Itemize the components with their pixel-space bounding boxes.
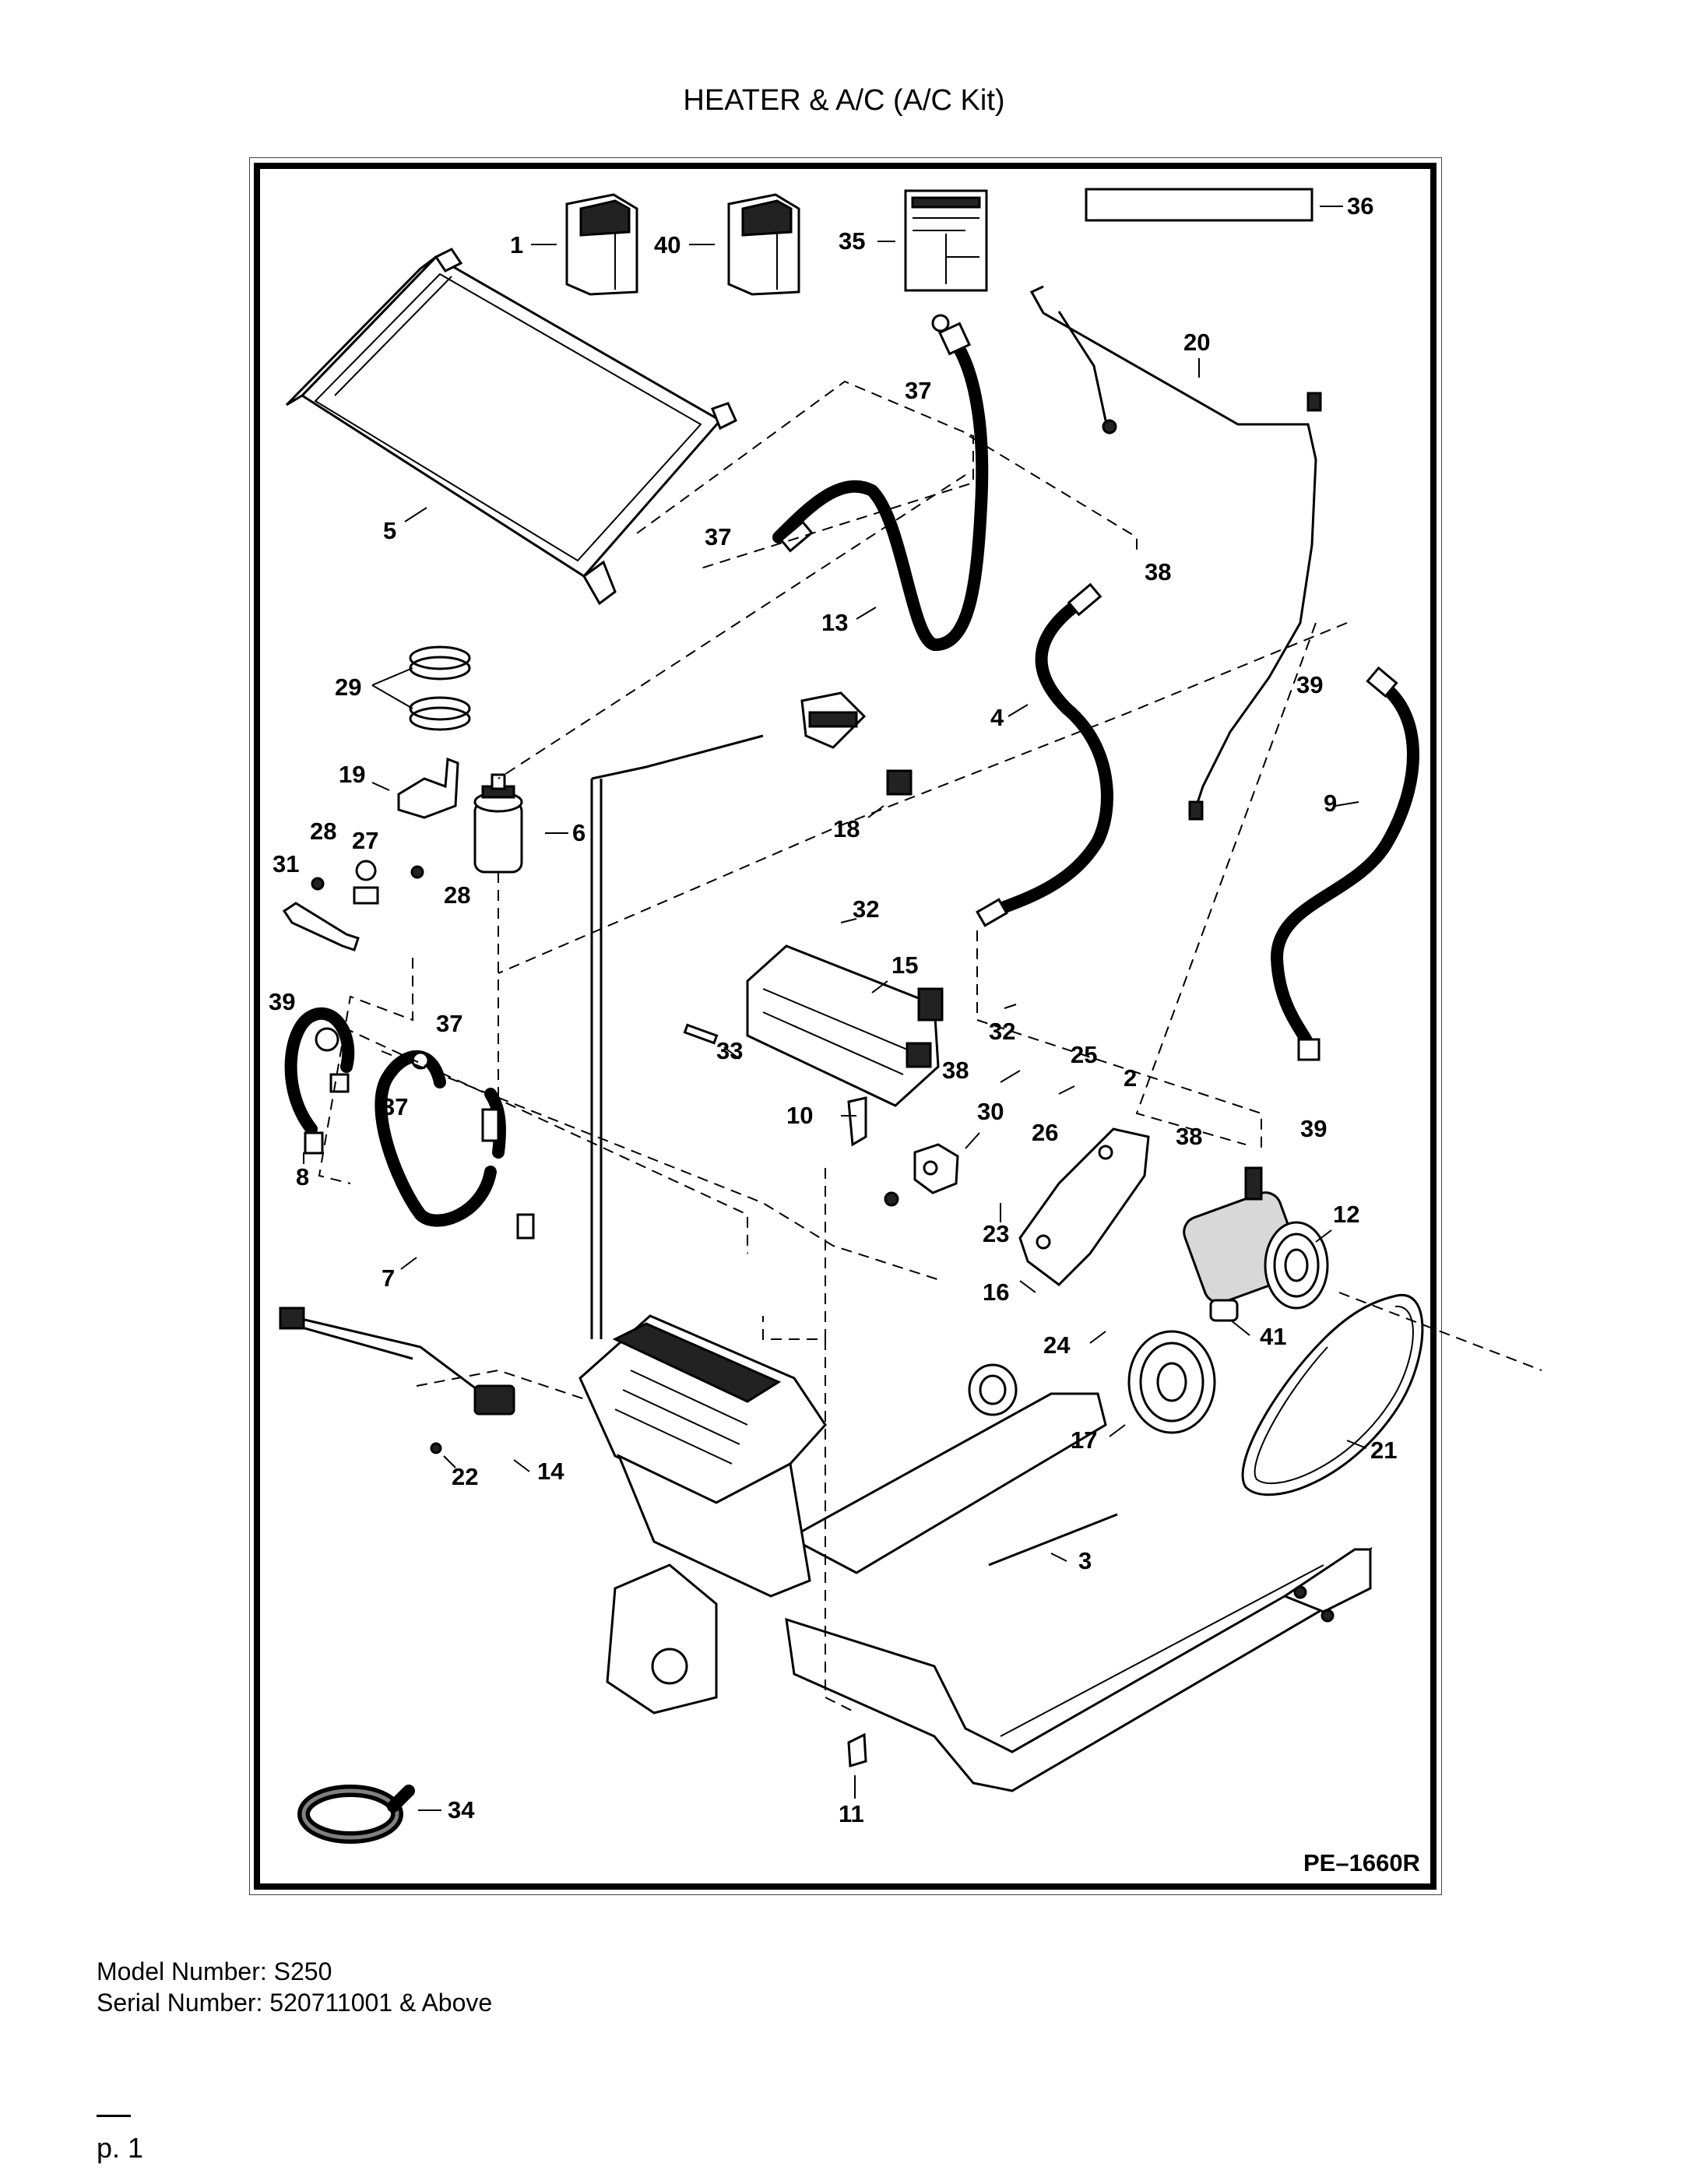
model-number: Model Number: S250 [97, 1957, 332, 1985]
receiver-drier-6 [473, 773, 523, 874]
evaporator-15 [746, 944, 944, 1107]
callout-20: 20 [1183, 329, 1210, 356]
callout-32a: 32 [853, 895, 879, 923]
machine-frame [785, 1363, 1373, 1792]
callout-28a: 28 [310, 818, 336, 845]
callout-24: 24 [1043, 1331, 1071, 1359]
filter-box-40 [727, 193, 800, 296]
callout-16: 16 [983, 1278, 1009, 1306]
belt-21 [1241, 1293, 1424, 1496]
callout-25: 25 [1071, 1041, 1097, 1068]
pulley-17 [1127, 1330, 1216, 1434]
callout-7: 7 [382, 1264, 395, 1292]
callout-23: 23 [983, 1220, 1009, 1247]
callout-27: 27 [352, 827, 378, 854]
callout-22: 22 [452, 1463, 478, 1490]
callout-33: 33 [716, 1037, 743, 1064]
callout-40: 40 [654, 231, 680, 258]
callout-labels: 1 2 3 4 5 6 7 8 9 10 11 12 13 14 15 16 1… [269, 192, 1420, 1876]
callout-29: 29 [335, 673, 361, 701]
page-number: p. 1 [97, 2132, 144, 2164]
fitting-18 [800, 691, 913, 796]
decal-strip-36 [1085, 188, 1313, 222]
page-separator [97, 2115, 131, 2117]
callout-35: 35 [839, 227, 865, 255]
bracket-19 [397, 757, 459, 819]
callout-37a: 37 [905, 377, 931, 404]
switch-line-20 [1029, 285, 1322, 821]
valve-30 [913, 1143, 959, 1194]
callout-28b: 28 [444, 881, 470, 909]
compressor-bracket-16 [1018, 1127, 1150, 1286]
callout-41: 41 [1260, 1323, 1286, 1350]
callout-21: 21 [1370, 1437, 1397, 1464]
callout-5: 5 [383, 517, 396, 544]
callout-2: 2 [1124, 1064, 1137, 1092]
callout-38a: 38 [1145, 558, 1171, 586]
callout-26: 26 [1032, 1119, 1058, 1146]
callout-8: 8 [296, 1163, 309, 1190]
callout-6: 6 [572, 819, 586, 846]
clip-11 [847, 1732, 867, 1767]
callout-3: 3 [1078, 1547, 1092, 1574]
spacer-41 [1209, 1299, 1239, 1322]
callout-30: 30 [977, 1098, 1004, 1125]
callout-19: 19 [339, 761, 365, 788]
callout-12: 12 [1333, 1201, 1359, 1228]
callout-36: 36 [1347, 192, 1373, 220]
callout-14: 14 [537, 1458, 564, 1485]
callout-31: 31 [273, 850, 299, 877]
callout-13: 13 [821, 609, 848, 636]
callout-34: 34 [448, 1796, 475, 1824]
harness-14 [279, 1307, 515, 1416]
callout-39b: 39 [269, 988, 295, 1015]
compressor-12 [1183, 1166, 1329, 1310]
figure-code: PE–1660R [1303, 1849, 1420, 1876]
leader-lines [303, 206, 1367, 1811]
fastener-22 [430, 1442, 442, 1454]
diagram-outer-frame [249, 157, 1442, 1895]
callout-1: 1 [510, 231, 523, 258]
condenser-5 [285, 248, 737, 606]
callout-37b: 37 [705, 523, 731, 550]
page-title: HEATER & A/C (A/C Kit) [683, 84, 1005, 117]
coil-34 [297, 1785, 415, 1844]
callout-9: 9 [1324, 790, 1337, 817]
callout-39c: 39 [1300, 1115, 1327, 1142]
callout-4: 4 [990, 704, 1004, 731]
filter-box-1 [565, 193, 638, 296]
clip-33 [683, 1023, 719, 1045]
manual-sheet-35 [904, 189, 988, 292]
hose-8 [284, 1007, 355, 1155]
callout-37d: 37 [382, 1093, 408, 1120]
hose-13 [772, 314, 989, 651]
callout-18: 18 [833, 815, 860, 842]
bracket-31 [282, 860, 424, 951]
heater-unit [578, 734, 827, 1714]
callout-32b: 32 [989, 1018, 1015, 1045]
callout-15: 15 [891, 951, 918, 979]
callout-10: 10 [786, 1102, 813, 1129]
callout-11: 11 [839, 1800, 864, 1827]
callout-38b: 38 [942, 1057, 969, 1084]
callout-17: 17 [1071, 1426, 1097, 1454]
clamps-29 [409, 645, 471, 731]
hose-9 [1270, 666, 1419, 1061]
bracket-10 [847, 1096, 899, 1207]
connection-lines [318, 380, 1542, 1714]
callout-38c: 38 [1176, 1123, 1202, 1150]
rod-3 [988, 1513, 1118, 1567]
callout-37c: 37 [436, 1010, 462, 1037]
hose-4 [976, 582, 1113, 927]
serial-number: Serial Number: 520711001 & Above [97, 1989, 493, 2017]
callout-39a: 39 [1296, 671, 1323, 698]
